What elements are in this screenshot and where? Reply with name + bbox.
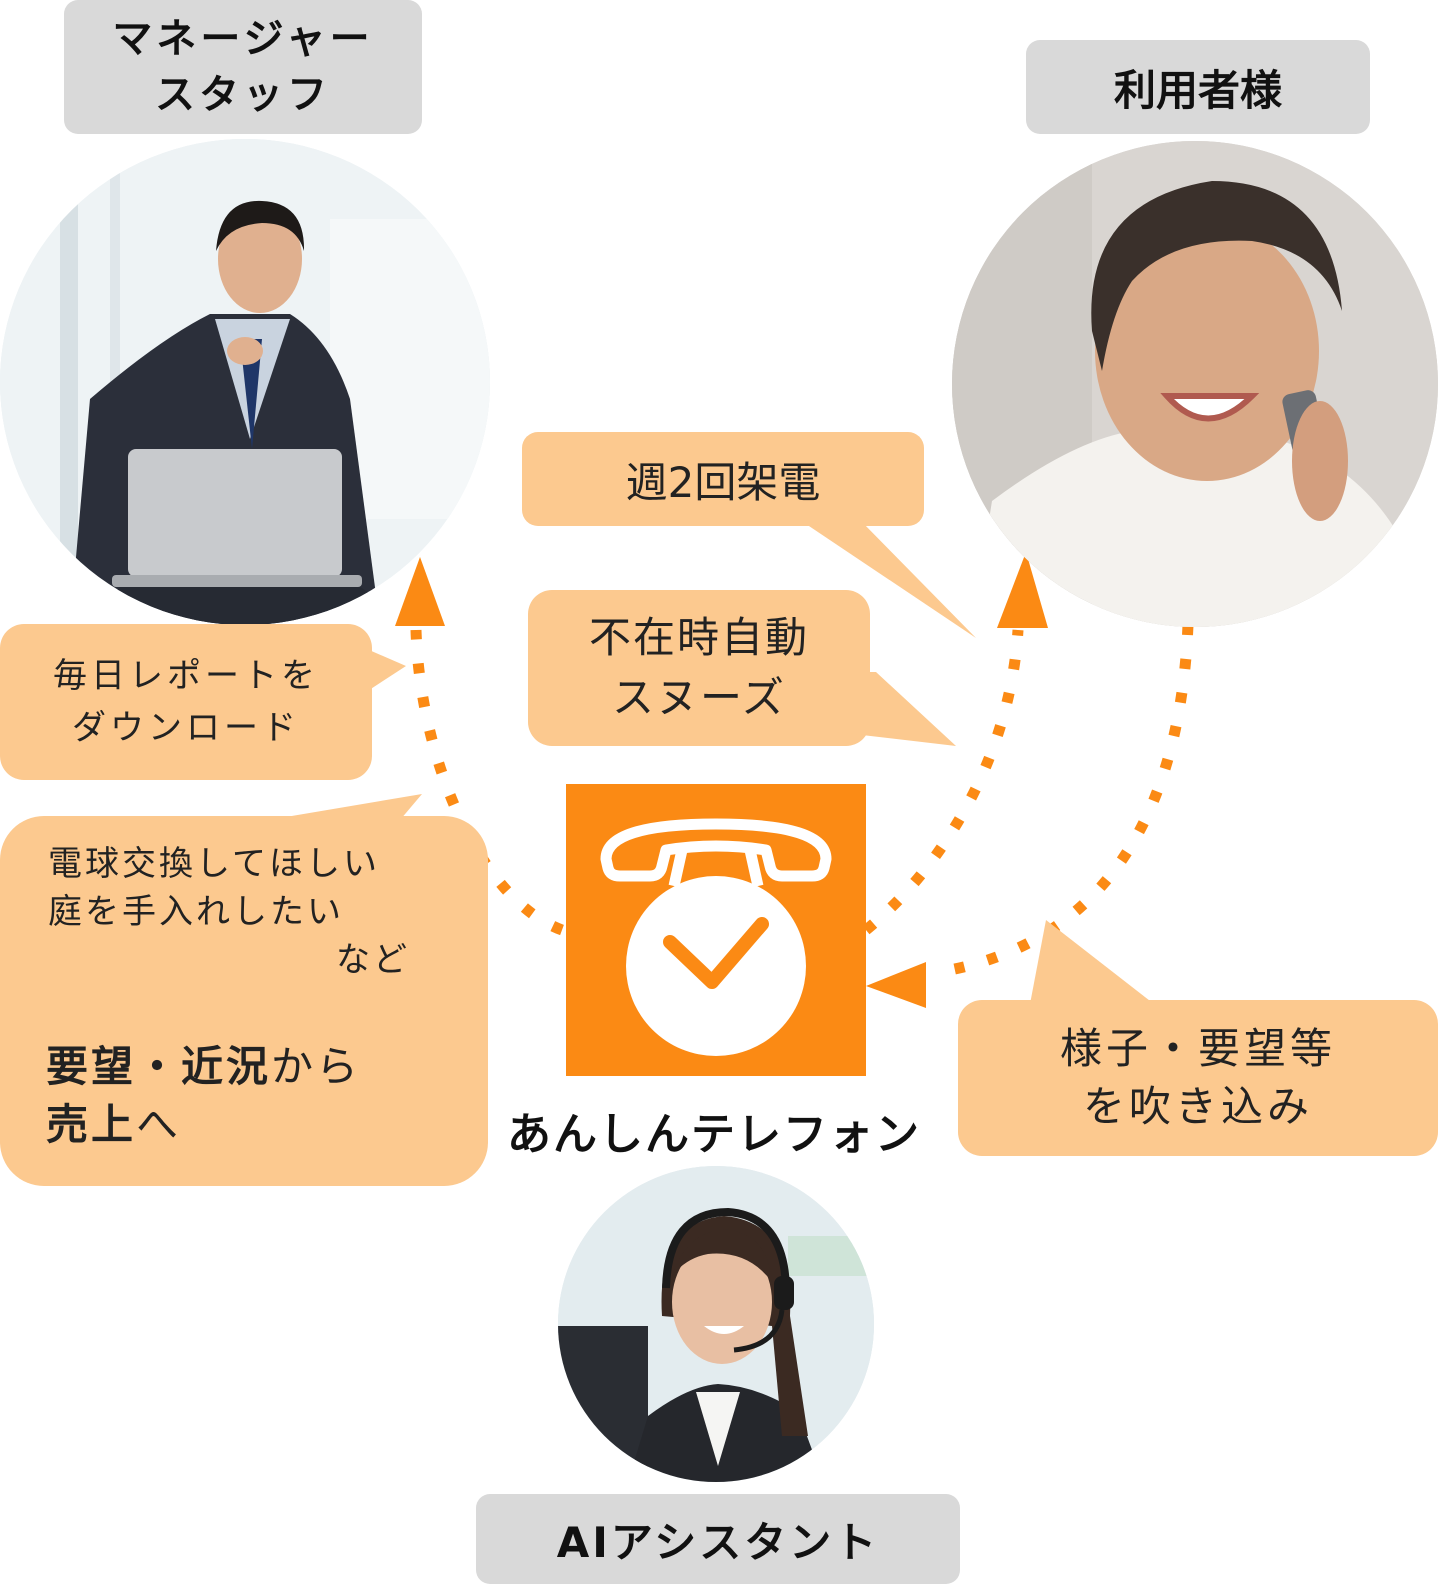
app-icon	[566, 784, 866, 1076]
telephone-clock-check-icon	[600, 818, 832, 1056]
requests-bold2: 売上	[46, 1100, 137, 1149]
requests-line3: など	[336, 940, 410, 980]
requests-line2: 庭を手入れしたい	[48, 892, 344, 932]
bubble-snooze-line2: スヌーズ	[612, 673, 786, 722]
bubble-record-line2: を吹き込み	[1082, 1082, 1313, 1131]
app-name: あんしんテレフォン	[507, 1109, 921, 1160]
arrowhead-app	[866, 962, 926, 1008]
arrow-app-to-user	[862, 629, 1024, 935]
bubble-record-status: 様子・要望等 を吹き込み	[958, 1000, 1438, 1156]
user-photo	[952, 141, 1438, 627]
arrow-app-to-manager	[410, 629, 564, 936]
bubble-auto-snooze: 不在時自動 スヌーズ	[528, 590, 870, 746]
bubble-report-line1: 毎日レポートを	[53, 656, 319, 696]
bubble-report-tail	[360, 646, 406, 696]
bubble-requests-to-sales: 電球交換してほしい 庭を手入れしたい など 要望・近況から 売上へ	[0, 816, 488, 1186]
role-user-text: 利用者様	[1113, 65, 1282, 115]
role-label-user: 利用者様	[1026, 40, 1370, 134]
bubble-daily-report: 毎日レポートを ダウンロード	[0, 624, 372, 780]
role-manager-line1: マネージャー	[112, 16, 374, 62]
requests-line1: 電球交換してほしい	[48, 844, 380, 884]
role-assistant-text: AIアシスタント	[556, 1517, 880, 1567]
bubble-call-text: 週2回架電	[625, 457, 821, 507]
role-manager-line2: スタッフ	[154, 72, 331, 118]
arrowhead-user	[997, 552, 1048, 628]
arrowhead-manager	[395, 557, 445, 626]
arrow-user-to-app	[948, 624, 1194, 976]
manager-photo	[0, 139, 490, 625]
bubble-call-twice-weekly: 週2回架電	[522, 432, 924, 526]
requests-bold1: 要望・近況	[46, 1042, 272, 1091]
bubble-report-line2: ダウンロード	[72, 708, 300, 748]
bubble-record-tail	[1030, 920, 1154, 1004]
bubble-call-tail	[800, 520, 976, 638]
bubble-snooze-tail	[836, 672, 956, 746]
bubble-record-line1: 様子・要望等	[1059, 1024, 1336, 1073]
role-label-manager: マネージャー スタッフ	[64, 0, 422, 134]
assistant-photo	[558, 1166, 874, 1482]
requests-tail1: から	[271, 1042, 362, 1091]
requests-tail2: へ	[136, 1100, 182, 1149]
bubble-snooze-line1: 不在時自動	[588, 613, 809, 662]
role-label-assistant: AIアシスタント	[476, 1494, 960, 1584]
